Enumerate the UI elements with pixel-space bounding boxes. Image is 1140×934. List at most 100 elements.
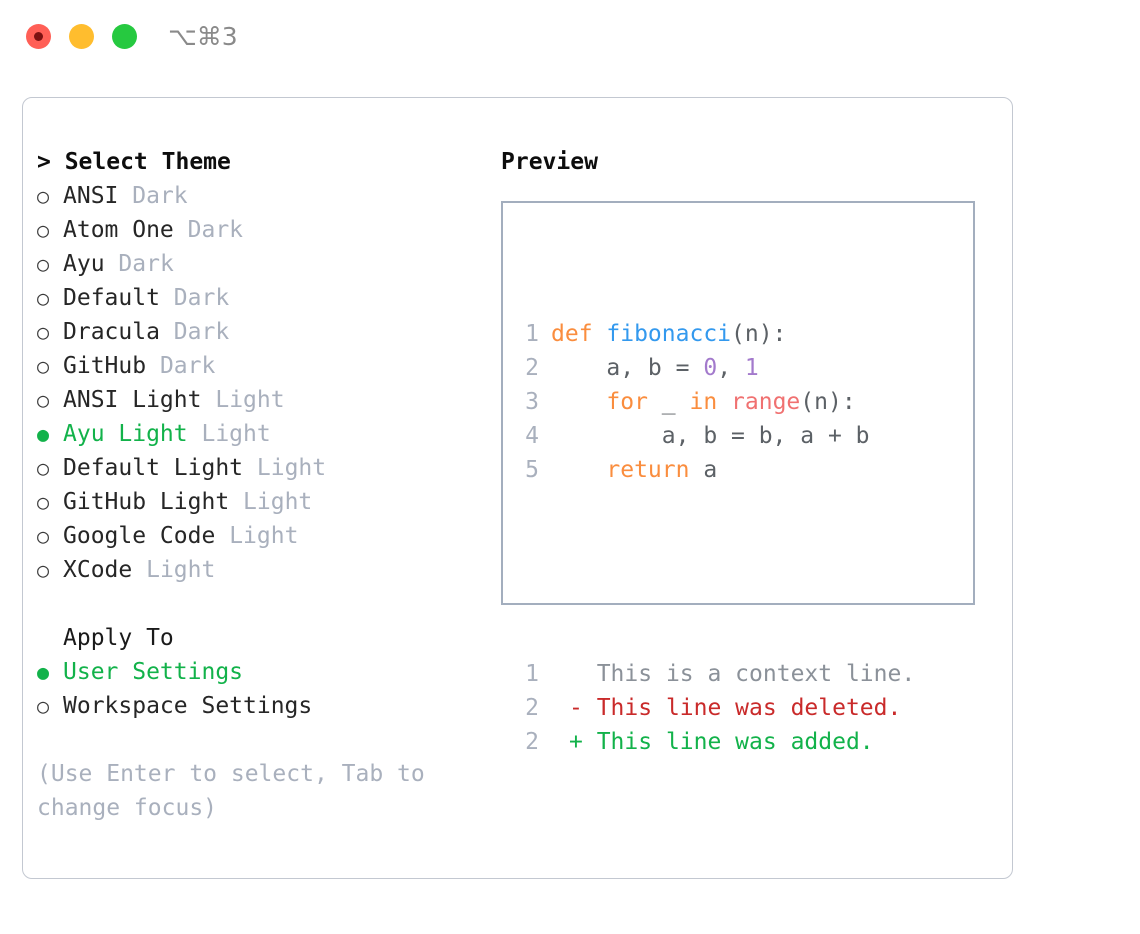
theme-option-badge: Dark — [118, 251, 174, 277]
diff-line-ctx: 1 This is a context line. — [515, 657, 915, 691]
zoom-button[interactable] — [112, 24, 137, 49]
theme-option-label: Google Code — [63, 523, 216, 549]
theme-option-github[interactable]: ○GitHub Dark — [37, 349, 497, 383]
label-gap — [243, 451, 257, 485]
label-gap — [160, 281, 174, 315]
minimize-button[interactable] — [69, 24, 94, 49]
line-number: 1 — [525, 321, 539, 347]
apply-to-option-user-settings[interactable]: ● User Settings — [37, 655, 497, 689]
label-gap — [105, 247, 119, 281]
close-button[interactable] — [26, 24, 51, 49]
apply-to-option-workspace-settings[interactable]: ○ Workspace Settings — [37, 689, 497, 723]
theme-list: ○ANSI Dark○Atom One Dark○Ayu Dark○Defaul… — [37, 179, 497, 587]
diff-line-del: 2 - This line was deleted. — [515, 691, 915, 725]
line-number: 2 — [525, 355, 539, 381]
radio-unselected-icon: ○ — [37, 388, 50, 412]
token-kw: in — [689, 389, 718, 415]
theme-option-label: Ayu Light — [63, 421, 188, 447]
theme-option-ansi[interactable]: ○ANSI Dark — [37, 179, 497, 213]
label-gap — [132, 553, 146, 587]
code-line-content: for _ in range(n): — [551, 385, 856, 419]
diff-line-number: 1 — [525, 661, 539, 687]
window-controls — [26, 24, 137, 49]
code-line-content: return a — [551, 453, 717, 487]
theme-picker-column: > Select Theme ○ANSI Dark○Atom One Dark○… — [37, 145, 497, 825]
theme-option-badge: Dark — [173, 319, 230, 345]
token-txt: a, b = b, a + b — [551, 423, 870, 449]
token-punc: (n): — [800, 389, 856, 415]
theme-option-github-light[interactable]: ○ GitHub Light Light — [37, 485, 497, 519]
radio-unselected-icon: ○ — [37, 524, 50, 548]
diff-line-text: This line was deleted. — [582, 695, 902, 721]
label-gap — [146, 349, 160, 383]
apply-to-option-label: User Settings — [63, 659, 244, 685]
code-line: 1 def fibonacci(n): — [515, 317, 915, 351]
diff-marker — [551, 657, 583, 691]
radio-unselected-icon: ○ — [37, 490, 50, 514]
theme-option-label: Default — [63, 285, 160, 311]
token-fn: fibonacci — [606, 321, 732, 347]
theme-option-ayu-light[interactable]: ●Ayu Light Light — [37, 417, 497, 451]
label-gap — [160, 315, 174, 349]
diff-line-text: This is a context line. — [582, 661, 916, 687]
radio-unselected-icon: ○ — [37, 354, 50, 378]
theme-option-label: ANSI Light — [63, 387, 202, 413]
apply-to-heading: Apply To — [63, 625, 174, 651]
theme-option-dracula[interactable]: ○Dracula Dark — [37, 315, 497, 349]
label-gap — [229, 485, 243, 519]
radio-unselected-icon: ○ — [37, 218, 50, 242]
theme-option-badge: Dark — [159, 353, 216, 379]
token-txt — [551, 389, 606, 415]
code-diff-spacer — [515, 555, 915, 589]
token-num: 1 — [744, 355, 759, 381]
label-gap — [201, 383, 215, 417]
list-spacer — [37, 587, 497, 621]
keyboard-hint-text: (Use Enter to select, Tab to change focu… — [37, 761, 425, 821]
radio-unselected-icon: ○ — [37, 286, 50, 310]
label-gap — [215, 519, 229, 553]
theme-option-label: GitHub Light — [63, 489, 230, 515]
keyboard-shortcut-label: ⌥⌘3 — [168, 22, 238, 51]
radio-selected-icon: ● — [37, 660, 50, 684]
code-line-content: def fibonacci(n): — [551, 317, 786, 351]
radio-unselected-icon: ○ — [37, 456, 50, 480]
theme-option-xcode[interactable]: ○XCode Light — [37, 553, 497, 587]
radio-unselected-icon: ○ — [37, 184, 50, 208]
radio-unselected-icon: ○ — [37, 694, 50, 718]
theme-option-ansi-light[interactable]: ○ANSI Light Light — [37, 383, 497, 417]
theme-option-atom-one[interactable]: ○ Atom One Dark — [37, 213, 497, 247]
label-gap — [118, 179, 132, 213]
theme-option-badge: Dark — [187, 217, 244, 243]
theme-option-label: Default Light — [63, 455, 244, 481]
theme-option-badge: Light — [243, 489, 313, 515]
theme-option-label: Dracula — [63, 319, 160, 345]
token-txt: _ — [647, 389, 690, 415]
code-line: 3 for _ in range(n): — [515, 385, 915, 419]
theme-option-label: Atom One — [63, 217, 174, 243]
token-txt: , — [717, 355, 745, 381]
diff-line-text: This line was added. — [582, 729, 874, 755]
theme-option-default-light[interactable]: ○Default Light Light — [37, 451, 497, 485]
theme-option-ayu[interactable]: ○Ayu Dark — [37, 247, 497, 281]
line-number: 4 — [525, 423, 539, 449]
token-kw: def — [551, 321, 607, 347]
token-txt: a — [689, 457, 718, 483]
token-txt: a, b = — [551, 355, 704, 381]
token-txt — [551, 457, 606, 483]
apply-to-option-label: Workspace Settings — [63, 693, 313, 719]
code-line-content: a, b = b, a + b — [551, 419, 870, 453]
theme-option-badge: Light — [146, 557, 216, 583]
radio-selected-icon: ● — [37, 422, 50, 446]
token-kw: return — [606, 457, 690, 483]
diff-line-number: 2 — [525, 695, 539, 721]
token-txt — [717, 389, 731, 415]
line-number: 5 — [525, 457, 539, 483]
code-line: 2 a, b = 0, 1 — [515, 351, 915, 385]
label-gap — [174, 213, 188, 247]
diff-marker: - — [569, 695, 583, 721]
theme-option-google-code[interactable]: ○Google Code Light — [37, 519, 497, 553]
theme-option-default[interactable]: ○Default Dark — [37, 281, 497, 315]
